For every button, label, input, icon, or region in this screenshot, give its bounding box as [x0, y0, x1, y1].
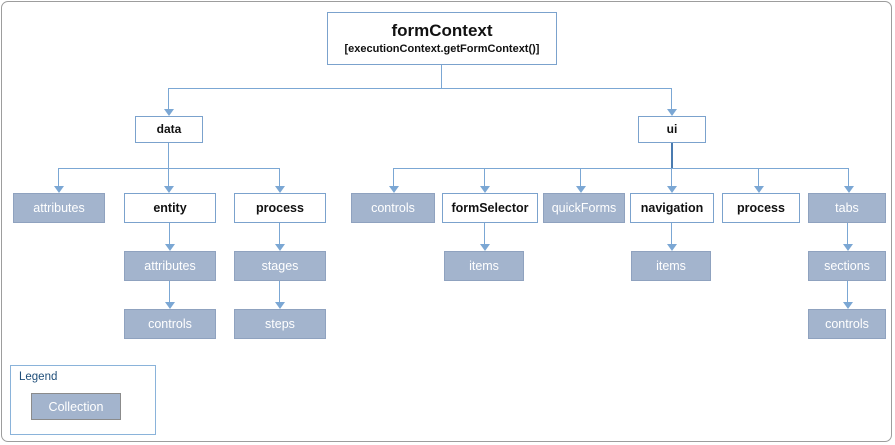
node-ui-controls-label: controls	[371, 200, 415, 215]
arrowhead-sections-to-controls	[843, 302, 853, 309]
node-ui-navigation[interactable]: navigation	[630, 193, 714, 223]
node-navigation-items[interactable]: items	[631, 251, 711, 281]
node-process-steps[interactable]: steps	[234, 309, 326, 339]
edge-ui-to-navigation	[671, 168, 672, 187]
edge-data-to-attributes	[58, 168, 59, 187]
node-ui-tabs[interactable]: tabs	[808, 193, 886, 223]
edge-data-bus	[58, 168, 280, 169]
node-tabs-sections[interactable]: sections	[808, 251, 886, 281]
node-data[interactable]: data	[135, 116, 203, 143]
arrowhead-data-to-attributes	[54, 186, 64, 193]
node-process-steps-label: steps	[265, 316, 295, 331]
node-entity-controls-label: controls	[148, 316, 192, 331]
arrowhead-tabs-to-sections	[843, 244, 853, 251]
edge-data-to-process	[279, 168, 280, 187]
node-formselector-items-label: items	[469, 258, 499, 273]
node-ui-label: ui	[666, 121, 678, 136]
node-ui-controls[interactable]: controls	[351, 193, 435, 223]
edge-root-to-data	[168, 88, 169, 110]
node-data-entity-label: entity	[153, 200, 187, 215]
arrowhead-ui-to-formselector	[480, 186, 490, 193]
node-ui[interactable]: ui	[638, 116, 706, 143]
node-data-attributes[interactable]: attributes	[13, 193, 105, 223]
arrowhead-navigation-to-items	[667, 244, 677, 251]
edge-stages-to-steps	[279, 281, 280, 303]
arrowhead-root-to-data	[164, 109, 174, 116]
edge-data-stem	[168, 143, 169, 168]
node-data-process[interactable]: process	[234, 193, 326, 223]
node-entity-attributes-label: attributes	[144, 258, 196, 273]
node-ui-navigation-label: navigation	[640, 200, 704, 215]
node-tabs-controls-label: controls	[825, 316, 869, 331]
node-formcontext-subtitle: [executionContext.getFormContext()]	[344, 42, 540, 55]
edge-attributes-to-controls	[169, 281, 170, 303]
node-ui-process[interactable]: process	[722, 193, 800, 223]
node-formcontext[interactable]: formContext [executionContext.getFormCon…	[327, 12, 557, 65]
arrowhead-attributes-to-controls	[165, 302, 175, 309]
edge-root-bus	[168, 88, 672, 89]
edge-ui-to-tabs	[848, 168, 849, 187]
legend: Legend Collection	[10, 365, 156, 435]
legend-title: Legend	[19, 371, 58, 383]
node-data-attributes-label: attributes	[33, 200, 85, 215]
node-ui-process-label: process	[737, 200, 785, 215]
arrowhead-root-to-ui	[667, 109, 677, 116]
node-ui-formselector[interactable]: formSelector	[442, 193, 538, 223]
edge-data-to-entity	[168, 168, 169, 187]
arrowhead-ui-to-navigation	[667, 186, 677, 193]
edge-sections-to-controls	[847, 281, 848, 303]
arrowhead-ui-to-controls	[389, 186, 399, 193]
node-navigation-items-label: items	[656, 258, 686, 273]
edge-ui-to-process	[758, 168, 759, 187]
edge-entity-to-attributes	[169, 223, 170, 245]
edge-ui-to-quickforms	[580, 168, 581, 187]
edge-root-to-ui	[671, 88, 672, 110]
node-formcontext-label: formContext	[391, 21, 493, 41]
node-ui-tabs-label: tabs	[835, 200, 859, 215]
arrowhead-ui-to-process	[754, 186, 764, 193]
edge-ui-stem	[671, 143, 673, 169]
edge-navigation-to-items	[671, 223, 672, 245]
node-tabs-sections-label: sections	[824, 258, 870, 273]
arrowhead-ui-to-quickforms	[576, 186, 586, 193]
arrowhead-ui-to-tabs	[844, 186, 854, 193]
node-ui-quickforms-label: quickForms	[551, 200, 617, 215]
edge-formselector-to-items	[484, 223, 485, 245]
edge-tabs-to-sections	[847, 223, 848, 245]
arrowhead-data-to-process	[275, 186, 285, 193]
node-entity-attributes[interactable]: attributes	[124, 251, 216, 281]
node-ui-formselector-label: formSelector	[451, 200, 529, 215]
edge-ui-bus	[393, 168, 849, 169]
node-data-process-label: process	[256, 200, 304, 215]
edge-ui-to-controls	[393, 168, 394, 187]
arrowhead-process-to-stages	[275, 244, 285, 251]
arrowhead-stages-to-steps	[275, 302, 285, 309]
arrowhead-formselector-to-items	[480, 244, 490, 251]
legend-swatch-label: Collection	[48, 399, 104, 414]
edge-root-stem	[441, 65, 442, 88]
node-data-label: data	[156, 121, 182, 136]
node-ui-quickforms[interactable]: quickForms	[543, 193, 625, 223]
arrowhead-entity-to-attributes	[165, 244, 175, 251]
arrowhead-data-to-entity	[164, 186, 174, 193]
edge-process-to-stages	[279, 223, 280, 245]
node-process-stages-label: stages	[261, 258, 299, 273]
node-entity-controls[interactable]: controls	[124, 309, 216, 339]
node-tabs-controls[interactable]: controls	[808, 309, 886, 339]
legend-swatch-collection: Collection	[31, 393, 121, 420]
node-process-stages[interactable]: stages	[234, 251, 326, 281]
node-formselector-items[interactable]: items	[444, 251, 524, 281]
node-data-entity[interactable]: entity	[124, 193, 216, 223]
edge-ui-to-formselector	[484, 168, 485, 187]
